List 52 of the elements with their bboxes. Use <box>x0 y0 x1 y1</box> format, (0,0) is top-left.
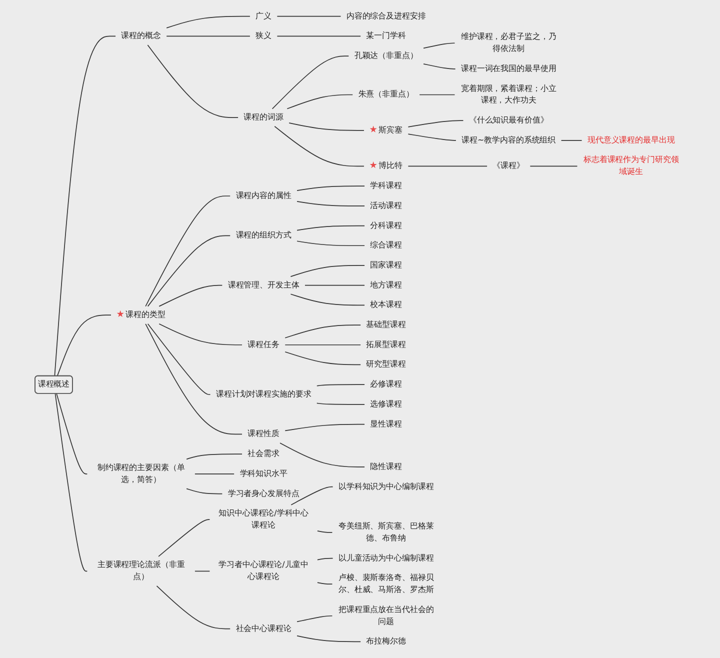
connector <box>186 488 223 494</box>
connector <box>296 240 365 246</box>
connector <box>147 323 211 395</box>
connector <box>290 486 334 506</box>
connector <box>530 166 578 167</box>
connector <box>284 351 361 366</box>
connector <box>284 344 361 346</box>
connector <box>423 64 456 70</box>
connector <box>290 265 365 277</box>
connector <box>296 635 361 642</box>
connector <box>158 519 210 557</box>
connector <box>304 284 365 286</box>
connector <box>408 134 456 141</box>
connector <box>296 186 365 191</box>
connector <box>145 196 231 307</box>
connector <box>286 94 354 110</box>
connector <box>186 454 242 460</box>
connector <box>280 442 365 468</box>
connector <box>408 120 464 128</box>
connector <box>317 558 334 560</box>
connector <box>284 424 365 432</box>
connector <box>316 384 365 386</box>
connector <box>56 393 88 474</box>
connector <box>147 44 238 118</box>
connector <box>288 122 364 131</box>
connector <box>408 166 488 167</box>
connector <box>296 225 365 231</box>
connector <box>158 323 242 346</box>
connector <box>158 284 223 307</box>
connector <box>296 615 333 622</box>
connector <box>316 402 365 405</box>
connector <box>560 140 582 141</box>
connector <box>54 393 88 572</box>
connector <box>145 323 242 435</box>
connector <box>166 16 250 28</box>
connector <box>56 314 112 376</box>
connector <box>272 56 350 110</box>
connector <box>156 586 231 630</box>
connector <box>276 16 342 17</box>
connector <box>317 530 333 533</box>
connector <box>194 570 210 572</box>
connector <box>290 294 365 306</box>
connector <box>54 36 116 376</box>
connector <box>419 94 456 96</box>
connector <box>317 582 333 585</box>
connector <box>284 324 361 338</box>
connector <box>147 235 231 307</box>
connector <box>166 36 250 37</box>
connector <box>274 126 364 167</box>
connector <box>423 42 456 49</box>
connector <box>296 200 365 206</box>
connector <box>276 36 361 37</box>
